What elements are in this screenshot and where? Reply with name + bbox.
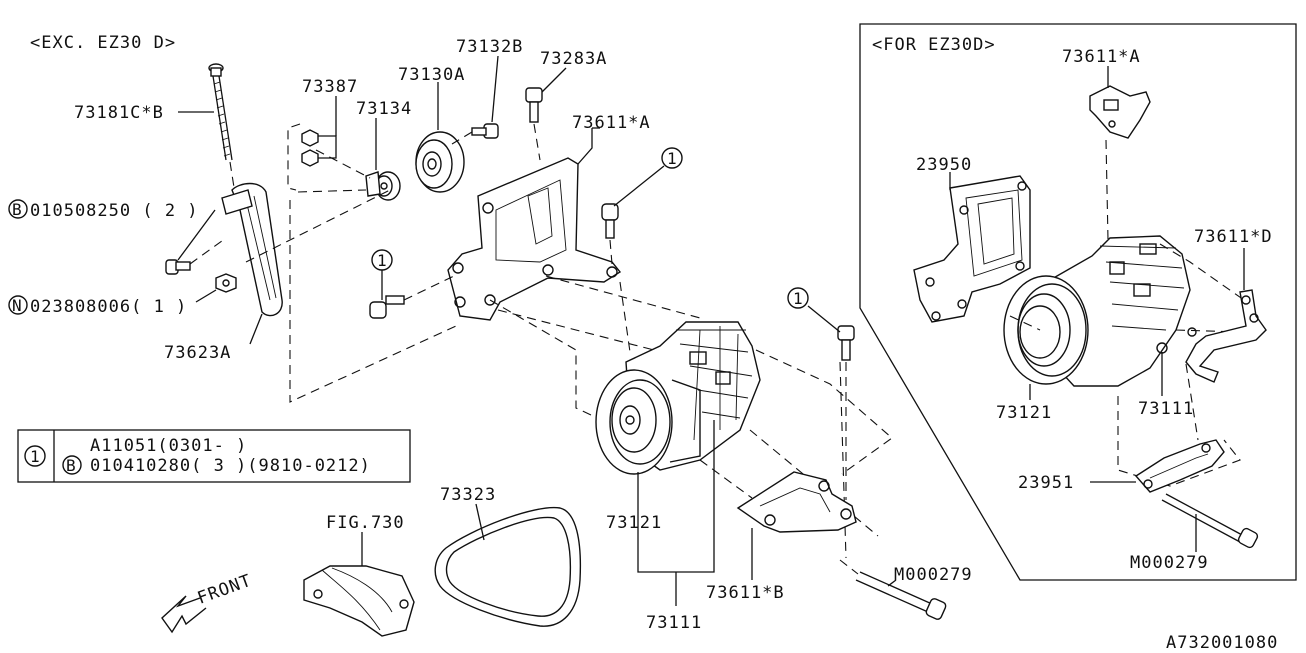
- label-73130a: 73130A: [398, 65, 465, 85]
- bracket-73611a-left: [447, 157, 622, 321]
- front-label: FRONT: [195, 571, 255, 609]
- label-b-010508250: 010508250 ( 2 ): [30, 201, 199, 221]
- label-m000279-right: M000279: [1130, 553, 1209, 573]
- legend-row-2: 010410280( 3 )(9810-0212): [90, 456, 371, 476]
- ref-circle-1-b: [371, 249, 393, 271]
- legend-key: 1: [30, 447, 41, 466]
- bolt-73611b-top: [837, 325, 855, 500]
- label-73611a-right: 73611*A: [1062, 47, 1141, 67]
- label-73134: 73134: [356, 99, 412, 119]
- b-symbol-icon: [8, 199, 28, 219]
- label-73181cb: 73181C*B: [74, 103, 164, 123]
- legend-b-letter: B: [66, 456, 77, 475]
- long-bolt-m000279-left: [839, 559, 947, 620]
- legend-b-symbol-icon: [62, 455, 82, 475]
- label-73611a-left: 73611*A: [572, 113, 651, 133]
- belt-73323: [434, 506, 582, 627]
- long-bolt-73181cb: [208, 63, 237, 201]
- diagram-code: A732001080: [1166, 633, 1278, 653]
- label-73111-left: 73111: [646, 613, 702, 633]
- n-symbol-letter: N: [12, 296, 23, 315]
- ref-circle-1-b-text: 1: [377, 251, 388, 270]
- label-73611d: 73611*D: [1194, 227, 1273, 247]
- cover-fig730: [303, 565, 415, 637]
- left-panel-title: <EXC. EZ30 D>: [30, 33, 176, 53]
- pulley-73134: [365, 171, 401, 201]
- right-panel-border: [859, 23, 1297, 581]
- compressor-right: [1003, 235, 1191, 387]
- legend-row-1: A11051(0301- ): [90, 436, 247, 456]
- bracket-23951: [1134, 439, 1225, 493]
- front-arrow-icon: [161, 595, 207, 634]
- long-bolt-m000279-right: [1161, 493, 1259, 549]
- label-73611b: 73611*B: [706, 583, 785, 603]
- bolt-bracket-top: [601, 203, 619, 265]
- label-23950: 23950: [916, 155, 972, 175]
- bolt-bracket-left: [369, 275, 455, 319]
- ref-circle-1-c-text: 1: [793, 289, 804, 308]
- b-symbol-letter: B: [12, 200, 23, 219]
- label-73111-right: 73111: [1138, 399, 1194, 419]
- label-73623a: 73623A: [164, 343, 231, 363]
- ref-circle-1-a-text: 1: [667, 149, 678, 168]
- bracket-73611d: [1185, 289, 1267, 383]
- bolt-b-010508250: [165, 237, 227, 275]
- n-symbol-icon: [8, 295, 28, 315]
- label-73283a: 73283A: [540, 49, 607, 69]
- label-73323: 73323: [440, 485, 496, 505]
- compressor-left: [595, 321, 761, 475]
- label-fig730: FIG.730: [326, 513, 405, 533]
- label-m000279-left: M000279: [894, 565, 973, 585]
- label-73132b: 73132B: [456, 37, 523, 57]
- right-panel-title: <FOR EZ30D>: [872, 35, 996, 55]
- label-73387: 73387: [302, 77, 358, 97]
- idler-pulley-73130a: [415, 131, 465, 193]
- label-73121-right: 73121: [996, 403, 1052, 423]
- bolt-73283a: [525, 87, 543, 161]
- bracket-73611a-right: [1089, 85, 1151, 139]
- tensioner-73623a: [221, 182, 283, 317]
- legend-table: [17, 429, 411, 483]
- ref-circle-1-a: [661, 147, 683, 169]
- label-73121-left: 73121: [606, 513, 662, 533]
- nut-n-023808006: [215, 273, 237, 293]
- bolt-73132b: [451, 123, 499, 145]
- nuts-73387: [287, 123, 319, 191]
- label-23951: 23951: [1018, 473, 1074, 493]
- label-n-023808006: 023808006( 1 ): [30, 297, 187, 317]
- bracket-73611b: [736, 471, 857, 533]
- bracket-23950: [913, 175, 1031, 323]
- ref-circle-1-c: [787, 287, 809, 309]
